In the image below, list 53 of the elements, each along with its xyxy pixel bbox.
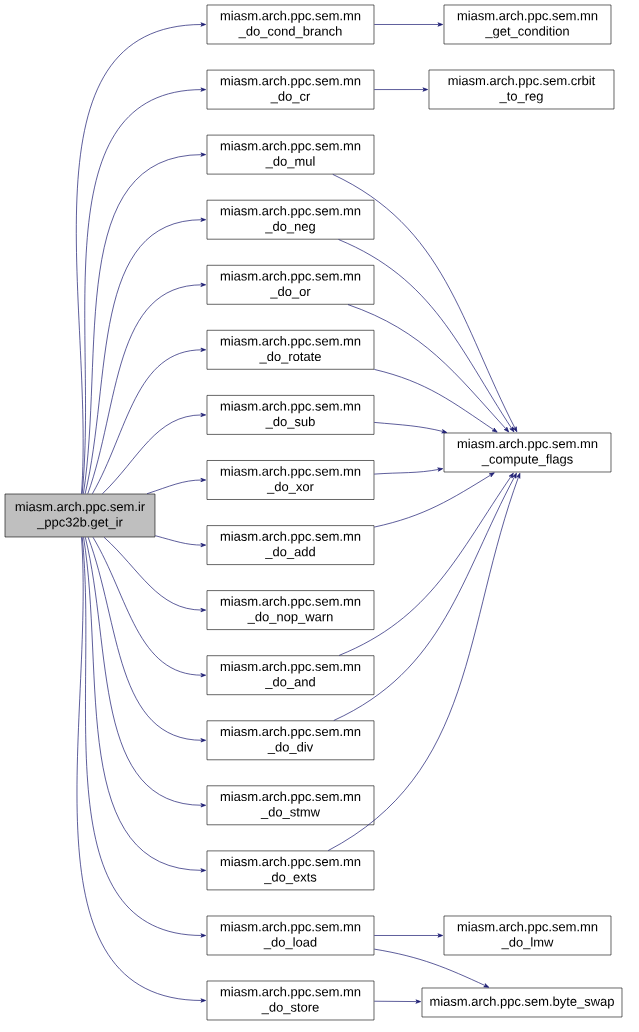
arrow (103, 536, 206, 613)
function-box: miasm.arch.ppc.sem.mn _do_cond_branch (206, 4, 375, 45)
function-box: miasm.arch.ppc.sem.byte_swap (421, 987, 623, 1018)
function-box: miasm.arch.ppc.sem.ir _ppc32b.get_ir (4, 493, 156, 538)
arrow (373, 999, 421, 1004)
function-box: miasm.arch.ppc.sem.crbit _to_reg (428, 69, 615, 110)
arrow (81, 87, 206, 495)
arrow (338, 472, 514, 656)
arrow (84, 536, 206, 808)
arrow (76, 536, 206, 1003)
arrow (92, 536, 206, 678)
function-box: miasm.arch.ppc.sem.mn _do_rotate (206, 330, 375, 370)
arrow (81, 536, 206, 938)
arrow (83, 152, 206, 495)
arrow (146, 477, 206, 495)
arrow (87, 282, 206, 495)
arrow (332, 174, 518, 433)
arrow (327, 472, 521, 851)
arrow (92, 347, 206, 495)
function-box: miasm.arch.ppc.sem.mn _do_store (206, 980, 375, 1021)
function-box: miasm.arch.ppc.sem.mn _do_or (206, 265, 375, 305)
arrow (373, 467, 444, 475)
arrow (373, 87, 428, 92)
function-box: miasm.arch.ppc.sem.mn _do_nop_warn (206, 590, 375, 630)
arrow (373, 369, 498, 433)
function-box: miasm.arch.ppc.sem.mn _do_neg (206, 199, 375, 240)
arrow (373, 472, 495, 528)
function-box: miasm.arch.ppc.sem.mn _do_stmw (206, 785, 375, 826)
function-box: miasm.arch.ppc.sem.mn _do_mul (206, 134, 375, 175)
arrow (373, 948, 490, 988)
arrow (333, 472, 517, 721)
arrow (87, 536, 206, 743)
arrow (347, 304, 510, 433)
arrow (373, 22, 443, 27)
arrow (154, 535, 206, 548)
function-box: miasm.arch.ppc.sem.mn _do_load (206, 915, 375, 956)
function-box: miasm.arch.ppc.sem.mn _do_div (206, 720, 375, 761)
function-box: miasm.arch.ppc.sem.mn _do_exts (206, 850, 375, 891)
arrow (102, 412, 206, 495)
function-box: miasm.arch.ppc.sem.mn _compute_flags (443, 432, 612, 473)
function-box: miasm.arch.ppc.sem.mn _get_condition (443, 4, 612, 45)
arrow (83, 536, 206, 873)
function-box: miasm.arch.ppc.sem.mn _do_and (206, 655, 375, 695)
function-box: miasm.arch.ppc.sem.mn _do_lmw (443, 915, 612, 956)
arrow (373, 422, 448, 434)
arrow (84, 217, 206, 495)
function-box: miasm.arch.ppc.sem.mn _do_cr (206, 69, 375, 110)
function-box: miasm.arch.ppc.sem.mn _do_add (206, 525, 375, 565)
function-box: miasm.arch.ppc.sem.mn _do_sub (206, 395, 375, 435)
arrow (75, 22, 206, 495)
arrow (373, 933, 443, 938)
arrow (338, 239, 515, 433)
function-box: miasm.arch.ppc.sem.mn _do_xor (206, 460, 375, 500)
